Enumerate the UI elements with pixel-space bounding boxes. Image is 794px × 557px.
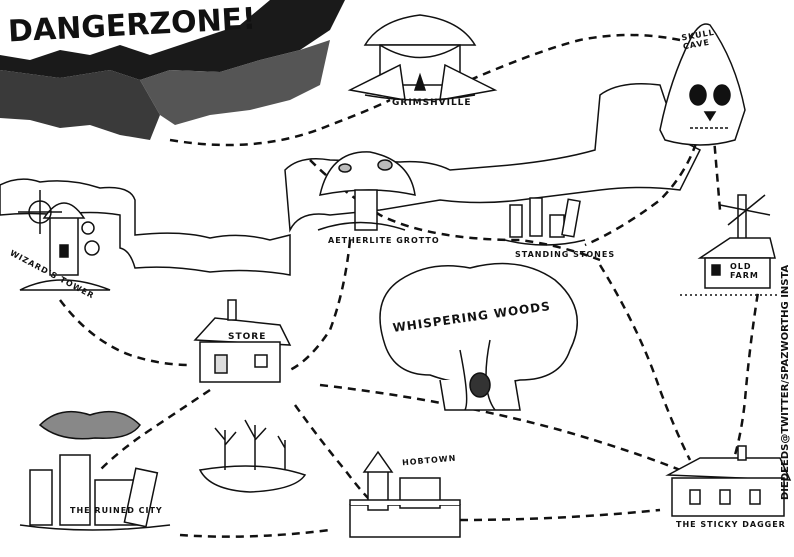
label-standing-stones: STANDING STONES — [515, 250, 616, 259]
chasm-lower — [0, 70, 160, 140]
hobtown — [349, 450, 461, 538]
sticky-dagger-inn — [665, 445, 792, 517]
skull-cave-mountain — [659, 23, 746, 146]
label-old-farm: OLD FARM — [730, 262, 759, 280]
label-aetherlite-grotto: AETHERLITE GROTTO — [328, 236, 440, 245]
artist-credit: DIEDEEDS@TWITTER/SPAZWORTHG INSTA — [780, 264, 791, 500]
grimshville-tent — [347, 14, 498, 101]
swamp — [198, 419, 307, 493]
whispering-woods-tree — [379, 262, 578, 411]
old-farm — [680, 194, 780, 296]
cliff-right — [284, 83, 702, 233]
ruined-city — [19, 410, 171, 531]
label-sticky-dagger: THE STICKY DAGGER — [676, 520, 786, 529]
aetherlite-grotto — [317, 151, 416, 231]
store-building — [193, 299, 292, 383]
chasm-rim — [140, 40, 330, 125]
label-ruined-city: THE RUINED CITY — [70, 506, 163, 515]
wizards-tower — [18, 190, 111, 291]
cliff-left — [0, 178, 291, 276]
label-store: STORE — [228, 332, 267, 342]
label-grimshville: GRIMSHVILLE — [392, 98, 472, 108]
chasm — [0, 0, 345, 80]
roads — [59, 33, 762, 538]
standing-stones — [504, 197, 586, 246]
